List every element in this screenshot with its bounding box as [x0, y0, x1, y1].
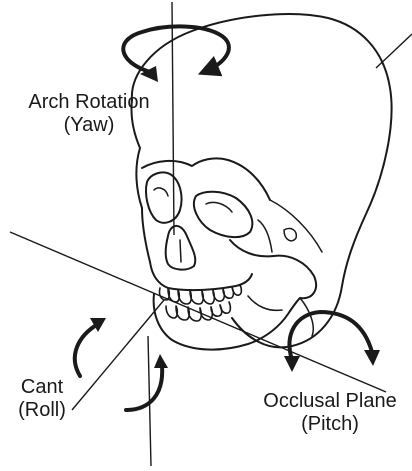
- cheekbone: [230, 240, 316, 298]
- brow-ridge: [142, 158, 270, 200]
- right-eye-socket: [194, 192, 252, 237]
- left-eye-socket: [146, 172, 182, 222]
- cranium-outline: [132, 14, 392, 347]
- sagittal-axis: [376, 34, 412, 68]
- roll-arrow-heads: [90, 318, 168, 368]
- maxilla: [150, 262, 252, 290]
- pitch-label-title: Occlusal Plane: [250, 390, 410, 413]
- pitch-label: Occlusal Plane (Pitch): [250, 390, 410, 436]
- sagittal-axis-lower: [72, 300, 164, 410]
- roll-label: Cant (Roll): [4, 376, 80, 422]
- yaw-label-subtitle: (Yaw): [8, 114, 170, 137]
- roll-label-subtitle: (Roll): [4, 399, 80, 422]
- vertical-axis: [172, 2, 174, 235]
- roll-label-title: Cant: [4, 376, 80, 399]
- pitch-label-subtitle: (Pitch): [250, 413, 410, 436]
- skull-illustration: [131, 14, 391, 350]
- yaw-label: Arch Rotation (Yaw): [8, 91, 170, 137]
- yaw-label-title: Arch Rotation: [8, 91, 170, 114]
